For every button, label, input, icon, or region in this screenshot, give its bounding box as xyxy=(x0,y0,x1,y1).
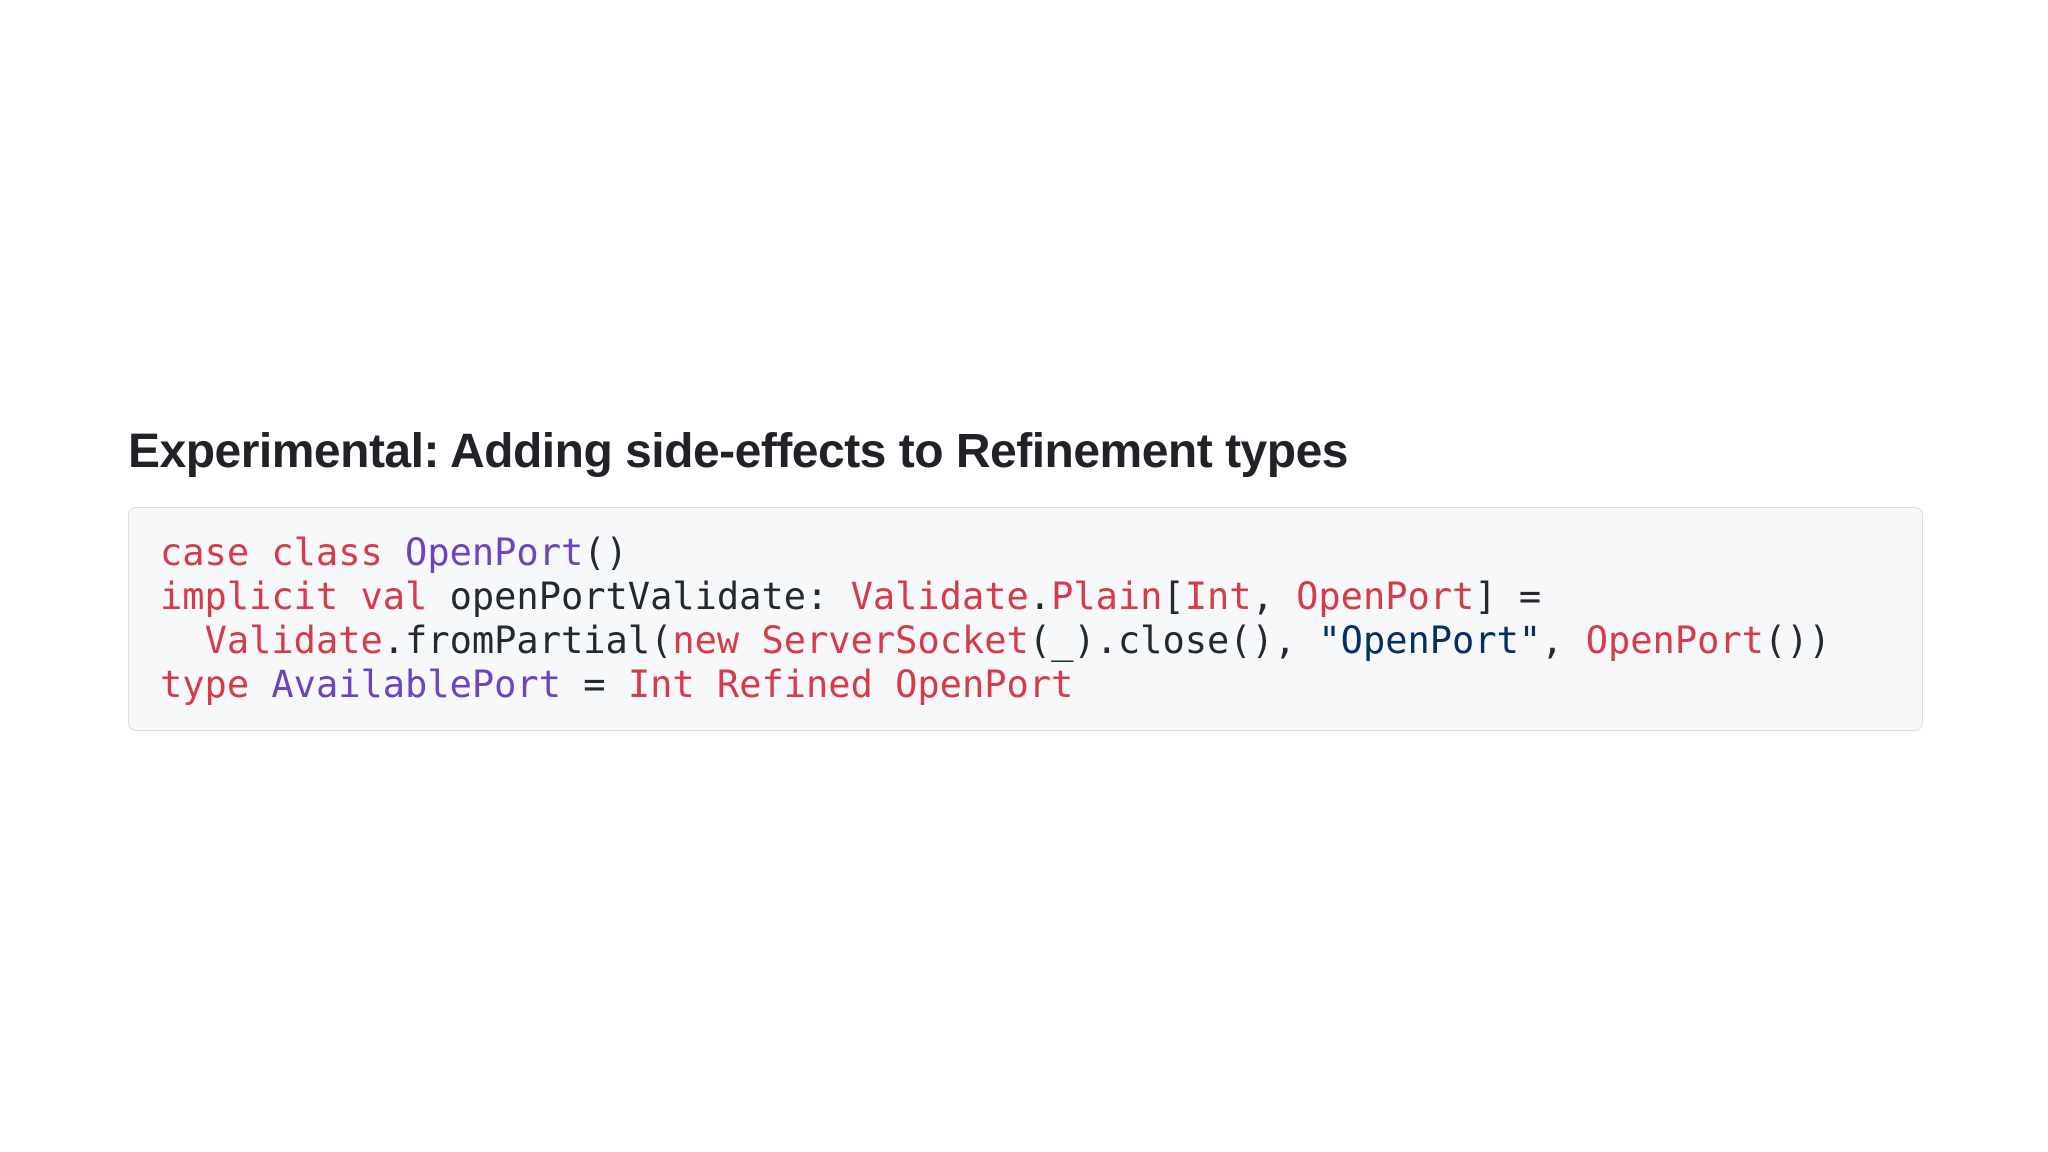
code-line: case class OpenPort() xyxy=(160,531,1891,575)
code-token-keyword: type xyxy=(160,663,272,706)
code-token-keyword: Int xyxy=(1184,575,1252,618)
code-token-keyword: new xyxy=(672,619,762,662)
code-token-keyword: Int Refined OpenPort xyxy=(627,663,1074,706)
code-token-keyword: OpenPort xyxy=(1296,575,1475,618)
code-token-plain: , xyxy=(1251,575,1297,618)
code-block: case class OpenPort()implicit val openPo… xyxy=(128,507,1923,731)
code-token-plain: . xyxy=(1028,575,1052,618)
code-token-keyword: Validate xyxy=(204,619,383,662)
code-token-entity: AvailablePort xyxy=(271,663,561,706)
code-token-keyword: Plain xyxy=(1051,575,1163,618)
code-content: case class OpenPort()implicit val openPo… xyxy=(160,531,1891,707)
code-token-plain: = xyxy=(560,663,628,706)
code-line: type AvailablePort = Int Refined OpenPor… xyxy=(160,663,1891,707)
code-token-plain xyxy=(160,619,205,662)
code-token-string: "OpenPort" xyxy=(1318,619,1542,662)
content-area: Experimental: Adding side-effects to Ref… xyxy=(128,424,1923,731)
code-token-plain: .fromPartial( xyxy=(382,619,673,662)
code-token-plain: ] = xyxy=(1474,575,1542,618)
code-token-entity: OpenPort xyxy=(405,531,584,574)
code-token-keyword: Validate xyxy=(850,575,1029,618)
code-token-keyword: implicit val xyxy=(160,575,450,618)
section-heading: Experimental: Adding side-effects to Ref… xyxy=(128,425,1348,478)
code-token-plain: () xyxy=(583,531,628,574)
code-token-keyword: case class xyxy=(160,531,406,574)
code-line: Validate.fromPartial(new ServerSocket(_)… xyxy=(160,619,1891,663)
code-token-keyword: OpenPort xyxy=(1585,619,1764,662)
code-token-plain: (_).close(), xyxy=(1028,619,1319,662)
code-token-plain: ()) xyxy=(1763,619,1831,662)
code-token-keyword: ServerSocket xyxy=(761,619,1029,662)
code-line: implicit val openPortValidate: Validate.… xyxy=(160,575,1891,619)
code-token-plain: , xyxy=(1541,619,1586,662)
code-token-plain: openPortValidate: xyxy=(449,575,851,618)
code-token-plain: [ xyxy=(1162,575,1185,618)
